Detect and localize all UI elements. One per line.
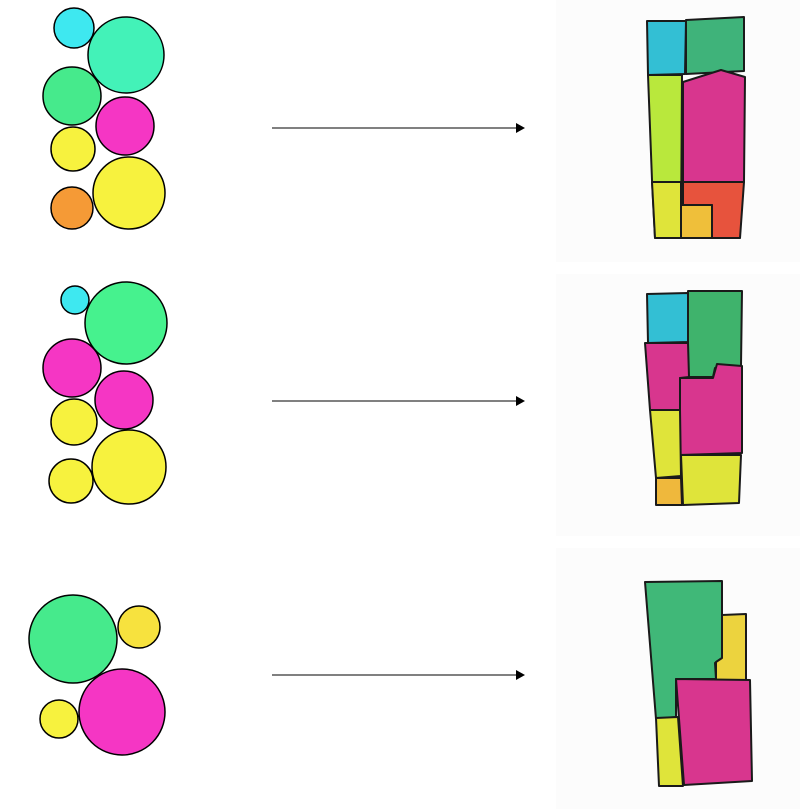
green-bubble — [42, 66, 102, 126]
yellow-bubble — [92, 156, 166, 230]
yellow-bubble — [50, 398, 98, 446]
yellow-orange-room — [655, 477, 683, 506]
yellow-bubble — [50, 126, 96, 172]
magenta-room — [679, 363, 743, 456]
cyan-bubble — [60, 285, 90, 315]
magenta-bubble — [78, 668, 166, 756]
cyan-room — [646, 292, 689, 344]
orange-bubble — [50, 186, 94, 230]
yellow-bubble — [117, 605, 161, 649]
magenta-bubble — [94, 370, 154, 430]
bubble-diagram-2 — [42, 281, 168, 505]
bubble-diagram-1 — [42, 7, 166, 230]
arrow-head-2 — [516, 396, 525, 406]
green-room — [685, 16, 745, 75]
floor-plan-3 — [644, 580, 753, 787]
bubble-diagram-3 — [28, 594, 166, 756]
cyan-bubble — [53, 7, 95, 49]
green-bubble — [84, 281, 168, 365]
teal-bubble — [87, 16, 165, 94]
yellow-bubble — [91, 429, 167, 505]
magenta-room — [682, 69, 746, 183]
arrows — [272, 123, 525, 680]
yellow-room — [680, 454, 742, 506]
green-room — [687, 290, 743, 378]
yellow-room — [651, 181, 682, 239]
cyan-room — [646, 20, 687, 76]
floor-plan-2 — [644, 290, 743, 506]
magenta-bubble — [95, 96, 155, 156]
floor-plans — [644, 16, 753, 787]
yellow-bubble — [39, 699, 79, 739]
bubble-diagrams — [28, 7, 168, 756]
arrow-head-1 — [516, 123, 525, 133]
magenta-room — [675, 678, 753, 786]
arrow-head-3 — [516, 670, 525, 680]
magenta-bubble — [42, 338, 102, 398]
floor-plan-1 — [646, 16, 746, 239]
yellow-room — [649, 409, 682, 479]
yellow-room — [655, 716, 684, 787]
green-bubble — [28, 594, 118, 684]
yellow-orange-room — [680, 204, 713, 239]
yellow-bubble — [48, 458, 94, 504]
